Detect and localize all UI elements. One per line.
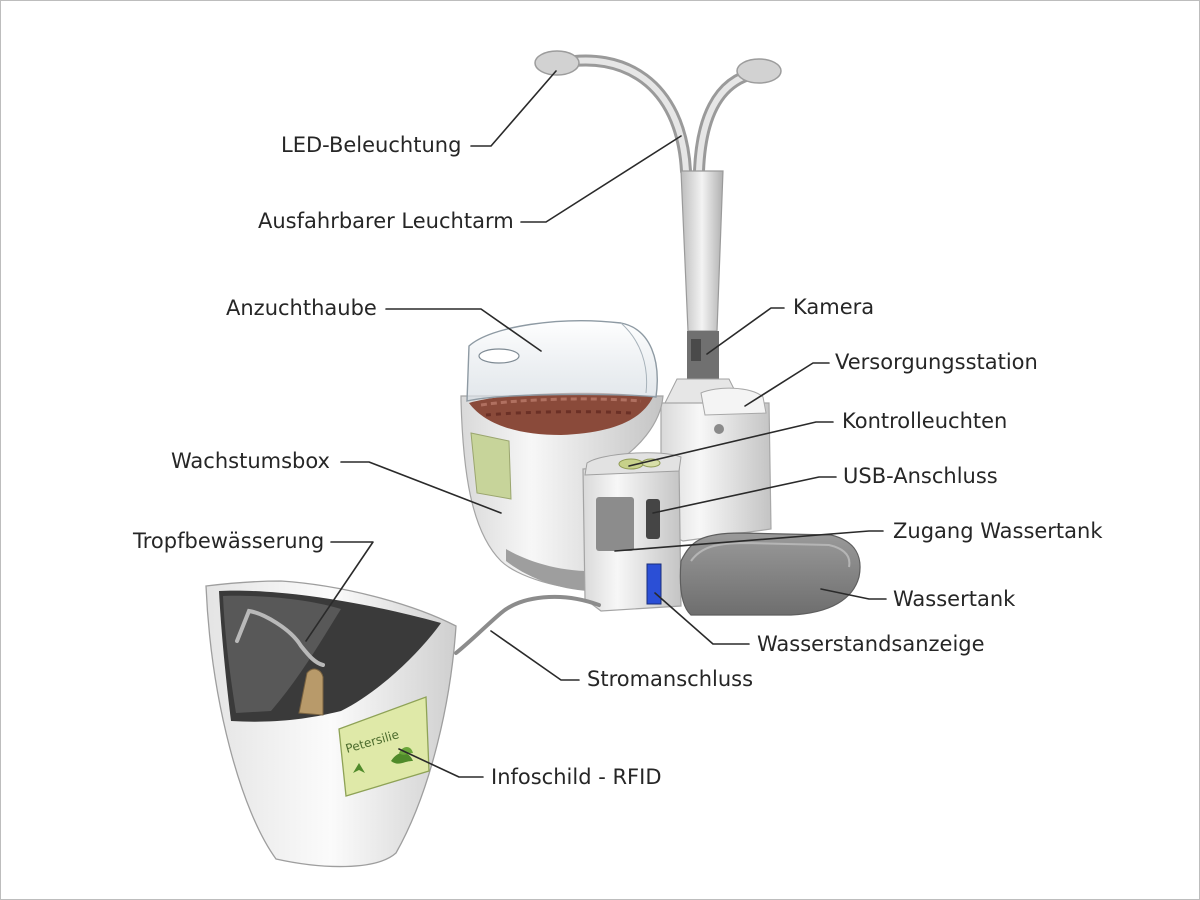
label-control-lights: Kontrolleuchten (842, 409, 1008, 433)
label-water-tank: Wassertank (893, 587, 1016, 611)
label-drip-irrigation: Tropfbewässerung (133, 529, 325, 553)
leader-arm (520, 135, 682, 223)
front-module (582, 452, 682, 612)
label-power-connection: Stromanschluss (587, 667, 754, 691)
leader-level (654, 592, 750, 645)
label-supply-station: Versorgungsstation (835, 350, 1038, 374)
label-growth-box: Wachstumsbox (171, 449, 330, 473)
hood (466, 320, 658, 402)
label-tank-access: Zugang Wassertank (893, 519, 1103, 543)
leader-info (398, 748, 484, 778)
leader-drip (305, 541, 374, 642)
plant-pot: Petersilie (205, 580, 457, 868)
leader-growbox (340, 461, 502, 514)
leader-camera (706, 307, 785, 355)
label-info-sign: Infoschild - RFID (491, 765, 662, 789)
supply-station (660, 387, 772, 542)
leader-control (628, 421, 834, 467)
leader-tank-access (614, 530, 884, 552)
label-camera: Kamera (793, 295, 875, 319)
growth-box (460, 392, 664, 592)
leader-hood (385, 308, 542, 352)
label-light-arm: Ausfahrbarer Leuchtarm (258, 209, 514, 233)
leader-led (470, 70, 557, 147)
label-water-level: Wasserstandsanzeige (757, 632, 985, 656)
leader-supply (744, 362, 830, 407)
label-led-lighting: LED-Beleuchtung (281, 133, 462, 157)
leader-power (490, 630, 580, 681)
power-cable (454, 594, 601, 655)
leader-tank (820, 588, 887, 600)
water-tank (679, 532, 861, 616)
leader-lines (305, 70, 887, 778)
label-hood: Anzuchthaube (226, 296, 377, 320)
label-usb-port: USB-Anschluss (843, 464, 998, 488)
leader-usb (652, 476, 837, 514)
